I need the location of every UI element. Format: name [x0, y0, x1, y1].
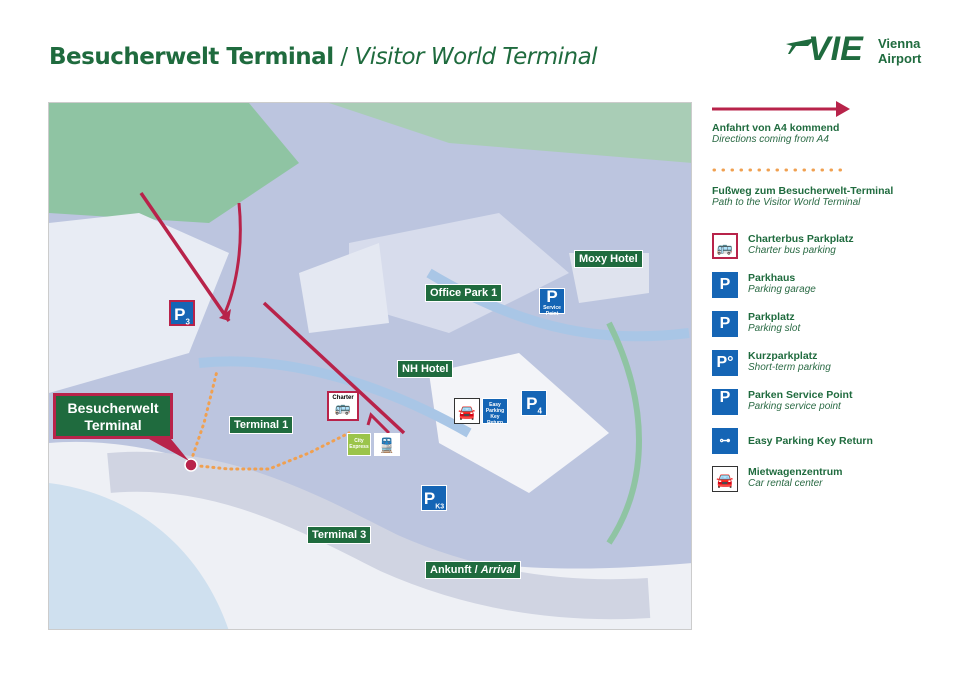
charter-bus-icon: 🚌 — [712, 233, 738, 259]
label-nh-hotel[interactable]: NH Hotel — [397, 360, 454, 378]
service-sub: Service Point — [543, 305, 561, 317]
red-arrow-icon — [712, 101, 850, 117]
easy-sub: Easy Parking Key Return — [485, 402, 505, 426]
short-term-parking-pk3-sign[interactable]: PK3 — [421, 485, 447, 511]
legend-en: Short-term parking — [748, 362, 831, 373]
charter-text: Charter — [332, 395, 354, 401]
callout-line1: Besucherwelt — [67, 400, 159, 416]
legend-path: Fußweg zum Besucherwelt-Terminal Path to… — [712, 160, 942, 208]
legend-route: Anfahrt von A4 kommend Directions coming… — [712, 100, 942, 145]
page-title: Besucherwelt Terminal / Visitor World Te… — [49, 44, 598, 70]
arrival-de: Ankunft — [430, 564, 472, 576]
label-terminal-1[interactable]: Terminal 1 — [229, 416, 294, 434]
legend-route-en: Directions coming from A4 — [712, 134, 829, 145]
legend-path-en: Path to the Visitor World Terminal — [712, 197, 861, 208]
easy-parking-key-return-sign[interactable]: Easy Parking Key Return — [482, 398, 508, 426]
label-terminal-3[interactable]: Terminal 3 — [307, 526, 372, 544]
title-separator: / — [333, 44, 355, 70]
arrival-en: Arrival — [480, 564, 516, 576]
p4-number: 4 — [537, 406, 542, 416]
legend-de: Parkhaus — [748, 272, 796, 284]
legend-en: Charter bus parking — [748, 245, 836, 256]
train-icon[interactable]: 🚆 — [374, 433, 400, 456]
legend-de: Charterbus Parkplatz — [748, 233, 854, 245]
p4-letter: P — [526, 394, 538, 413]
title-de: Besucherwelt Terminal — [49, 44, 334, 70]
orange-dotted-line-icon — [712, 168, 848, 172]
label-arrival[interactable]: Ankunft / Arrival — [425, 561, 521, 579]
plane-icon — [786, 38, 816, 54]
legend-de: Easy Parking Key Return — [748, 435, 873, 447]
city-express-sign[interactable]: City Express — [347, 433, 371, 456]
logo-line2: Airport — [878, 51, 922, 66]
legend-de: Kurzparkplatz — [748, 350, 818, 362]
pk3-number: K3 — [435, 503, 445, 511]
parking-garage-p4-sign[interactable]: P4 — [521, 390, 547, 416]
visitor-terminal-marker[interactable] — [184, 458, 198, 472]
easy-parking-key-icon: ⊶ — [712, 428, 738, 454]
legend-de: Mietwagenzentrum — [748, 466, 843, 478]
p3-letter: P — [174, 305, 186, 324]
parking-garage-p3-sign[interactable]: P3 — [169, 300, 195, 326]
service-letter: P — [546, 287, 558, 306]
short-term-parking-icon: P° — [712, 350, 738, 376]
car-rental-icon: 🚘 — [712, 466, 738, 492]
city-express-text: City Express — [349, 438, 369, 450]
legend-route-de: Anfahrt von A4 kommend — [712, 122, 840, 134]
legend-de: Parkplatz — [748, 311, 795, 323]
map-background — [49, 103, 691, 629]
parking-garage-icon: P — [712, 272, 738, 298]
parking-icon: P — [712, 311, 738, 337]
car-rental-icon[interactable]: 🚘 — [454, 398, 480, 424]
parking-service-point-icon: P — [712, 389, 738, 415]
label-moxy-hotel[interactable]: Moxy Hotel — [574, 250, 643, 268]
callout-line2: Terminal — [84, 417, 142, 433]
legend-de: Parken Service Point — [748, 389, 853, 401]
legend-en: Parking service point — [748, 401, 841, 412]
legend-en: Car rental center — [748, 478, 823, 489]
title-en: Visitor World Terminal — [354, 44, 598, 70]
label-office-park-1[interactable]: Office Park 1 — [425, 284, 503, 302]
legend-path-de: Fußweg zum Besucherwelt-Terminal — [712, 185, 894, 197]
charter-bus-sign[interactable]: Charter🚌 — [327, 391, 359, 421]
p3-number: 3 — [185, 317, 190, 327]
pk3-letter: P — [423, 489, 436, 508]
logo-line1: Vienna — [878, 36, 921, 51]
logo-mark: VIE — [808, 30, 863, 68]
legend-en: Parking garage — [748, 284, 816, 295]
legend-en: Parking slot — [748, 323, 801, 334]
